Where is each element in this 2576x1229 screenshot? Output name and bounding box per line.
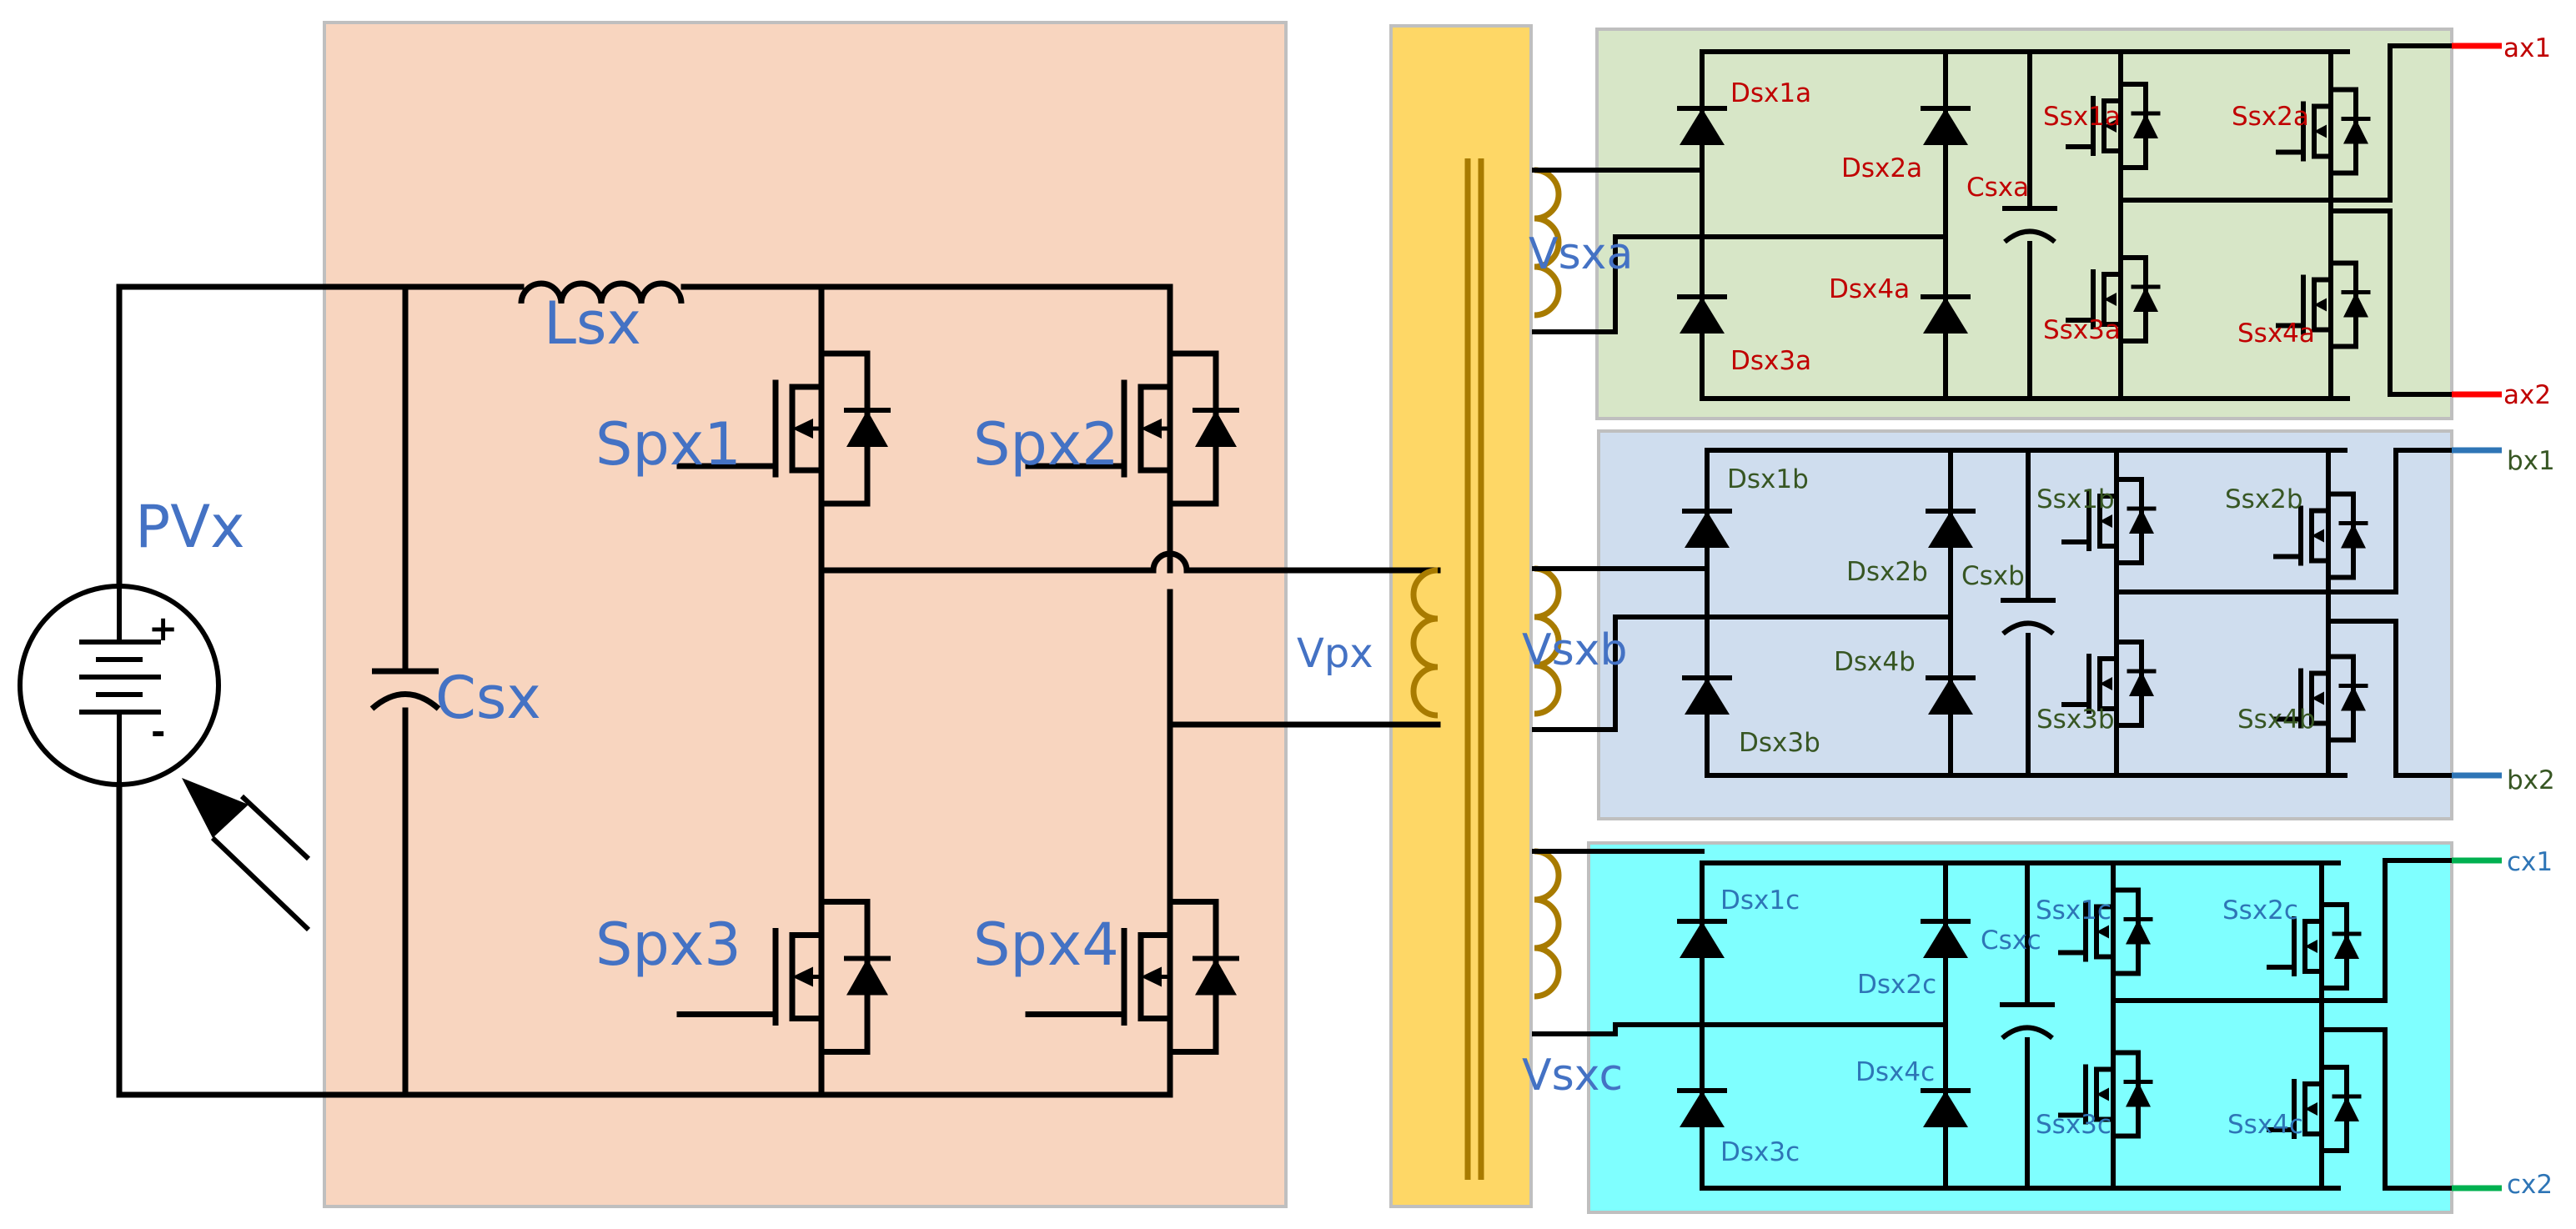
diode-icon <box>1921 919 1971 958</box>
switch-label-spx4: Spx4 <box>973 910 1119 979</box>
diode-label-dsx1c: Dsx1c <box>1720 885 1800 915</box>
switch-label-ssx2a: Ssx2a <box>2232 102 2309 132</box>
capacitor-label-csxa: Csxa <box>1966 173 2029 203</box>
winding-label-b: Vsxb <box>1522 625 1627 675</box>
mosfet-icon <box>2276 208 2371 401</box>
diode-label-dsx1b: Dsx1b <box>1727 464 1809 494</box>
diode-icon <box>1921 294 1971 334</box>
capacitor-label: Csx <box>435 664 541 732</box>
switch-label-ssx3b: Ssx3b <box>2036 705 2115 735</box>
mosfet-icon <box>2058 860 2153 1003</box>
terminal-label-bx1: bx1 <box>2507 446 2555 476</box>
diode-icon <box>1677 294 1727 334</box>
terminal-label-ax1: ax1 <box>2503 33 2551 63</box>
mosfet-icon <box>676 283 891 574</box>
capacitor-icon <box>2000 1002 2055 1041</box>
winding-label-a: Vsxa <box>1529 229 1633 279</box>
switch-label-ssx4b: Ssx4b <box>2237 705 2316 735</box>
mosfet-icon <box>2267 1027 2362 1191</box>
mosfet-icon <box>1025 283 1239 574</box>
diode-icon <box>1921 1088 1971 1127</box>
terminal-label-cx2: cx2 <box>2507 1170 2553 1200</box>
mosfet-icon <box>2061 448 2157 594</box>
switch-label-ssx1b: Ssx1b <box>2036 484 2115 514</box>
diode-icon <box>1677 919 1727 958</box>
mosfet-icon <box>676 855 891 1098</box>
mosfet-icon <box>1025 855 1239 1098</box>
diode-icon <box>1926 675 1976 715</box>
winding-label-c: Vsxc <box>1522 1051 1623 1101</box>
diode-label-dsx4c: Dsx4c <box>1855 1057 1935 1087</box>
pv-minus-sign: - <box>151 711 165 752</box>
mosfet-icon <box>2066 49 2161 203</box>
mosfet-icon <box>2058 998 2153 1191</box>
diode-label-dsx4b: Dsx4b <box>1834 647 1916 677</box>
diode-icon <box>1677 1088 1727 1127</box>
winding-a <box>1534 167 1562 319</box>
diode-icon <box>1926 509 1976 548</box>
terminal-label-bx2: bx2 <box>2507 765 2555 795</box>
winding-c <box>1534 848 1562 1000</box>
pv-label: PVx <box>135 493 245 561</box>
diode-icon <box>1677 106 1727 145</box>
inductor-label: Lsx <box>544 289 641 358</box>
diode-label-dsx3a: Dsx3a <box>1730 346 1811 376</box>
terminal-label-cx1: cx1 <box>2507 847 2553 877</box>
diode-label-dsx2a: Dsx2a <box>1841 153 1922 183</box>
diode-label-dsx2b: Dsx2b <box>1846 557 1928 587</box>
pv-plus-sign: + <box>148 608 178 649</box>
winding-b <box>1534 565 1562 717</box>
diode-label-dsx3c: Dsx3c <box>1720 1137 1800 1167</box>
switch-label-ssx1c: Ssx1c <box>2036 895 2112 926</box>
mosfet-icon <box>2273 619 2368 778</box>
mosfet-icon <box>2061 589 2157 778</box>
switch-label-ssx2b: Ssx2b <box>2225 484 2303 514</box>
diode-icon <box>1921 106 1971 145</box>
phase-a-panel <box>1595 28 2453 420</box>
transformer-icon <box>1410 158 1562 1180</box>
capacitor-icon <box>2002 206 2057 244</box>
diode-label-dsx1a: Dsx1a <box>1730 78 1811 108</box>
switch-label-ssx4c: Ssx4c <box>2227 1110 2303 1140</box>
diode-label-dsx4a: Dsx4a <box>1829 274 1910 304</box>
switch-label-spx3: Spx3 <box>595 910 741 979</box>
switch-label-ssx3c: Ssx3c <box>2036 1110 2112 1140</box>
pv-source-icon <box>18 584 311 932</box>
diode-icon <box>1682 509 1732 548</box>
diode-label-dsx3b: Dsx3b <box>1739 728 1820 758</box>
primary-winding <box>1410 567 1439 719</box>
mosfet-icon <box>2276 49 2371 213</box>
switch-label-ssx1a: Ssx1a <box>2043 102 2121 132</box>
capacitor-icon <box>369 668 441 711</box>
switch-label-spx1: Spx1 <box>595 410 741 479</box>
capacitor-icon <box>2001 598 2056 636</box>
switch-label-spx2: Spx2 <box>973 410 1119 479</box>
terminal-label-ax2: ax2 <box>2503 380 2551 410</box>
mosfet-icon <box>2066 198 2161 401</box>
diode-icon <box>1682 675 1732 715</box>
diode-label-dsx2c: Dsx2c <box>1857 970 1936 1000</box>
capacitor-label-csxb: Csxb <box>1961 561 2025 591</box>
phase-c-wires <box>1532 849 2502 1191</box>
capacitor-label-csxc: Csxc <box>1981 926 2041 956</box>
inductor-icon <box>518 280 685 304</box>
mosfet-icon <box>2267 860 2362 1032</box>
transformer-primary-label: Vpx <box>1297 630 1373 677</box>
primary-bridge-panel <box>323 21 1288 1208</box>
switch-label-ssx4a: Ssx4a <box>2237 319 2315 349</box>
switch-label-ssx3a: Ssx3a <box>2043 315 2121 345</box>
switch-label-ssx2c: Ssx2c <box>2222 895 2298 926</box>
transformer-core-panel <box>1389 24 1533 1208</box>
mosfet-icon <box>2273 448 2368 624</box>
